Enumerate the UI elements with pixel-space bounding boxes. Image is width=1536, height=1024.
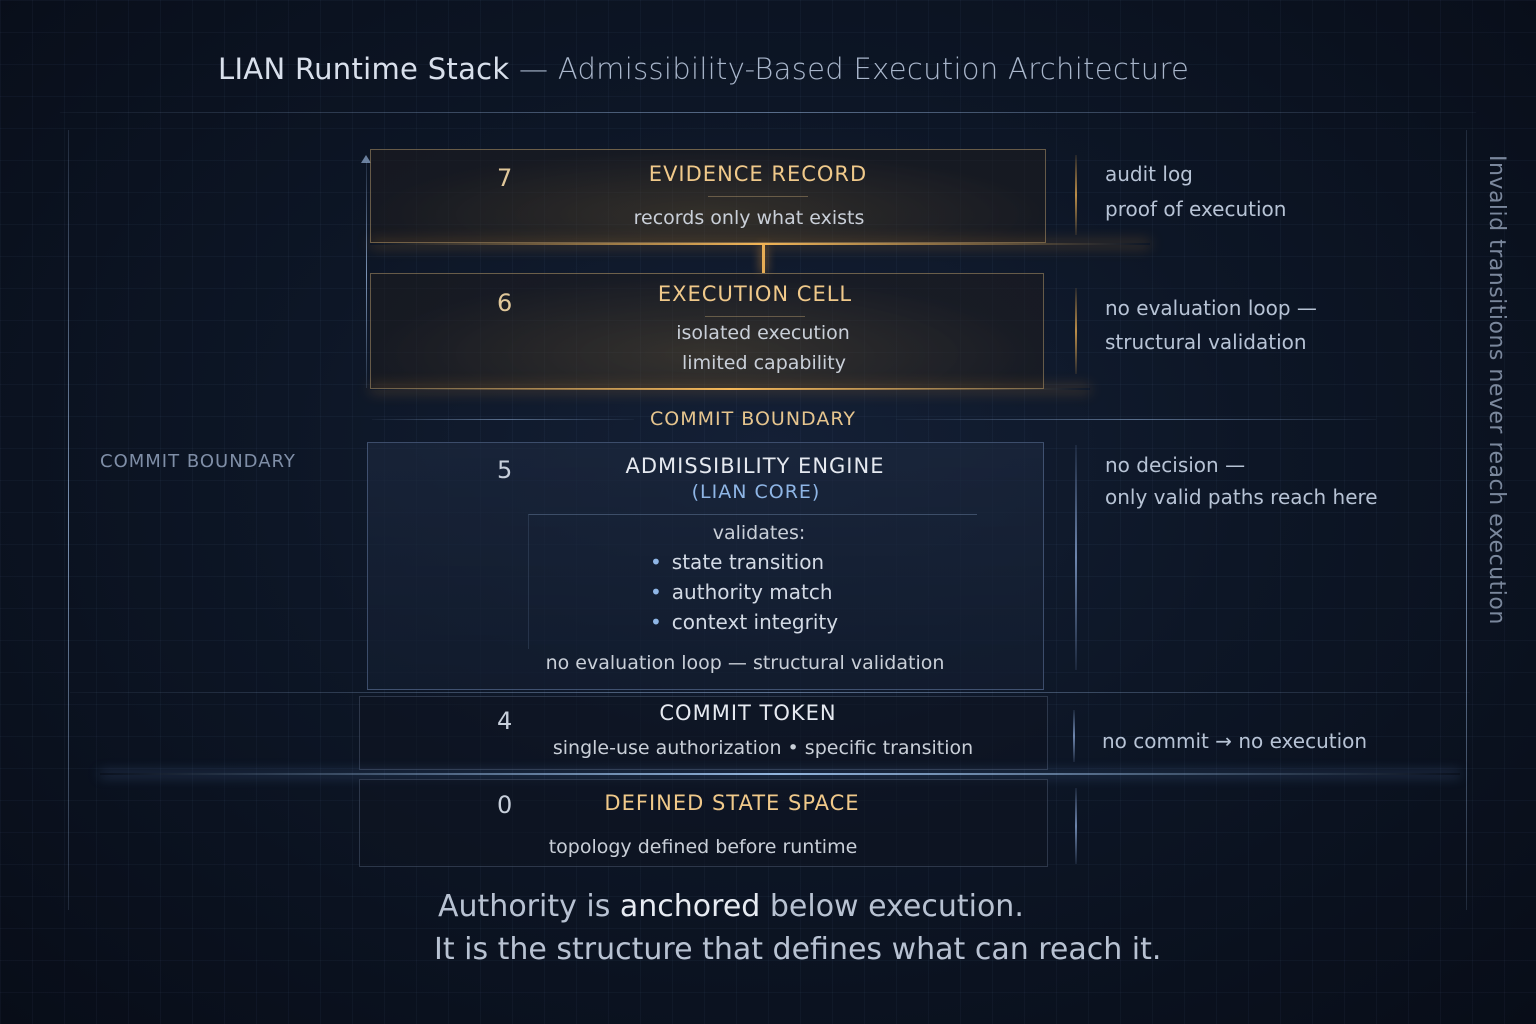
footer-emphasis: anchored	[619, 889, 761, 924]
title-main: LIAN Runtime Stack	[218, 52, 510, 86]
validation-item-label: context integrity	[671, 610, 839, 634]
note-separator	[1075, 445, 1077, 670]
layer-description: limited capability	[682, 352, 846, 374]
layer-commit-token	[359, 696, 1048, 770]
footer-text: Authority is	[438, 889, 620, 924]
layer-number: 7	[497, 164, 513, 192]
frame-left-line	[68, 130, 69, 910]
validation-item-label: state transition	[671, 550, 825, 574]
layer-title: ADMISSIBILITY ENGINE	[625, 454, 885, 478]
layer-title: DEFINED STATE SPACE	[604, 791, 860, 815]
left-commit-boundary-label: COMMIT BOUNDARY	[100, 451, 296, 472]
layer-note: structural validation	[1105, 330, 1307, 354]
upward-arrow-line	[366, 162, 367, 388]
note-separator	[1075, 155, 1077, 235]
commit-boundary-line-left	[372, 419, 634, 420]
glow-divider	[370, 243, 1150, 245]
commit-boundary-line-right	[896, 419, 1376, 420]
arrow-up-icon	[361, 155, 371, 163]
layer-note: no evaluation loop —	[1105, 296, 1317, 320]
title-sub: — Admissibility-Based Execution Architec…	[509, 52, 1190, 86]
validates-panel	[528, 514, 977, 649]
validation-item-label: authority match	[671, 580, 833, 604]
layer-number: 4	[497, 707, 513, 735]
layer-number: 0	[497, 791, 513, 819]
footer-line-1: Authority is anchored below execution.	[438, 889, 1024, 924]
glow-divider	[370, 388, 1090, 390]
note-separator	[1075, 788, 1077, 864]
layer-footnote: no evaluation loop — structural validati…	[545, 652, 945, 674]
layer-note: no commit → no execution	[1102, 729, 1368, 753]
title-underline	[705, 316, 805, 317]
layer-defined-state-space	[359, 779, 1048, 867]
layer-divider	[70, 692, 1470, 693]
validation-item: • state transition	[650, 550, 824, 574]
title-underline	[708, 196, 808, 197]
frame-right-line	[1466, 130, 1467, 910]
bullet-dot-icon: •	[650, 580, 662, 604]
layer-title: EVIDENCE RECORD	[648, 162, 868, 186]
layer-note: no decision —	[1105, 453, 1246, 477]
layer-number: 6	[497, 289, 513, 317]
title-divider	[60, 112, 1476, 113]
validation-item: • authority match	[650, 580, 833, 604]
layer-description: records only what exists	[633, 207, 865, 229]
layer-note: only valid paths reach here	[1105, 485, 1378, 509]
note-separator	[1073, 710, 1075, 762]
validation-item: • context integrity	[650, 610, 838, 634]
validates-label: validates:	[712, 522, 806, 544]
layer-title: COMMIT TOKEN	[659, 701, 837, 725]
bullet-dot-icon: •	[650, 550, 662, 574]
footer-text: below execution.	[760, 889, 1024, 924]
glow-connector	[762, 245, 765, 273]
layer-evidence-record	[370, 149, 1046, 243]
glow-divider-blue	[100, 773, 1460, 775]
layer-title: EXECUTION CELL	[657, 282, 853, 306]
layer-description: single-use authorization • specific tran…	[552, 737, 974, 759]
layer-admissibility-engine	[367, 442, 1044, 690]
layer-execution-cell	[370, 273, 1044, 389]
vertical-side-text: Invalid transitions never reach executio…	[1484, 155, 1509, 625]
footer-line-2: It is the structure that defines what ca…	[434, 932, 1162, 967]
layer-description: topology defined before runtime	[548, 836, 858, 858]
page-title: LIAN Runtime Stack — Admissibility-Based…	[218, 52, 1189, 86]
layer-description: isolated execution	[676, 322, 850, 344]
layer-note: proof of execution	[1105, 197, 1287, 221]
commit-boundary-label: COMMIT BOUNDARY	[650, 408, 856, 430]
layer-subtitle: (LIAN CORE)	[691, 481, 821, 503]
bullet-dot-icon: •	[650, 610, 662, 634]
layer-number: 5	[497, 456, 513, 484]
note-separator	[1075, 288, 1077, 374]
layer-note: audit log	[1105, 162, 1193, 186]
